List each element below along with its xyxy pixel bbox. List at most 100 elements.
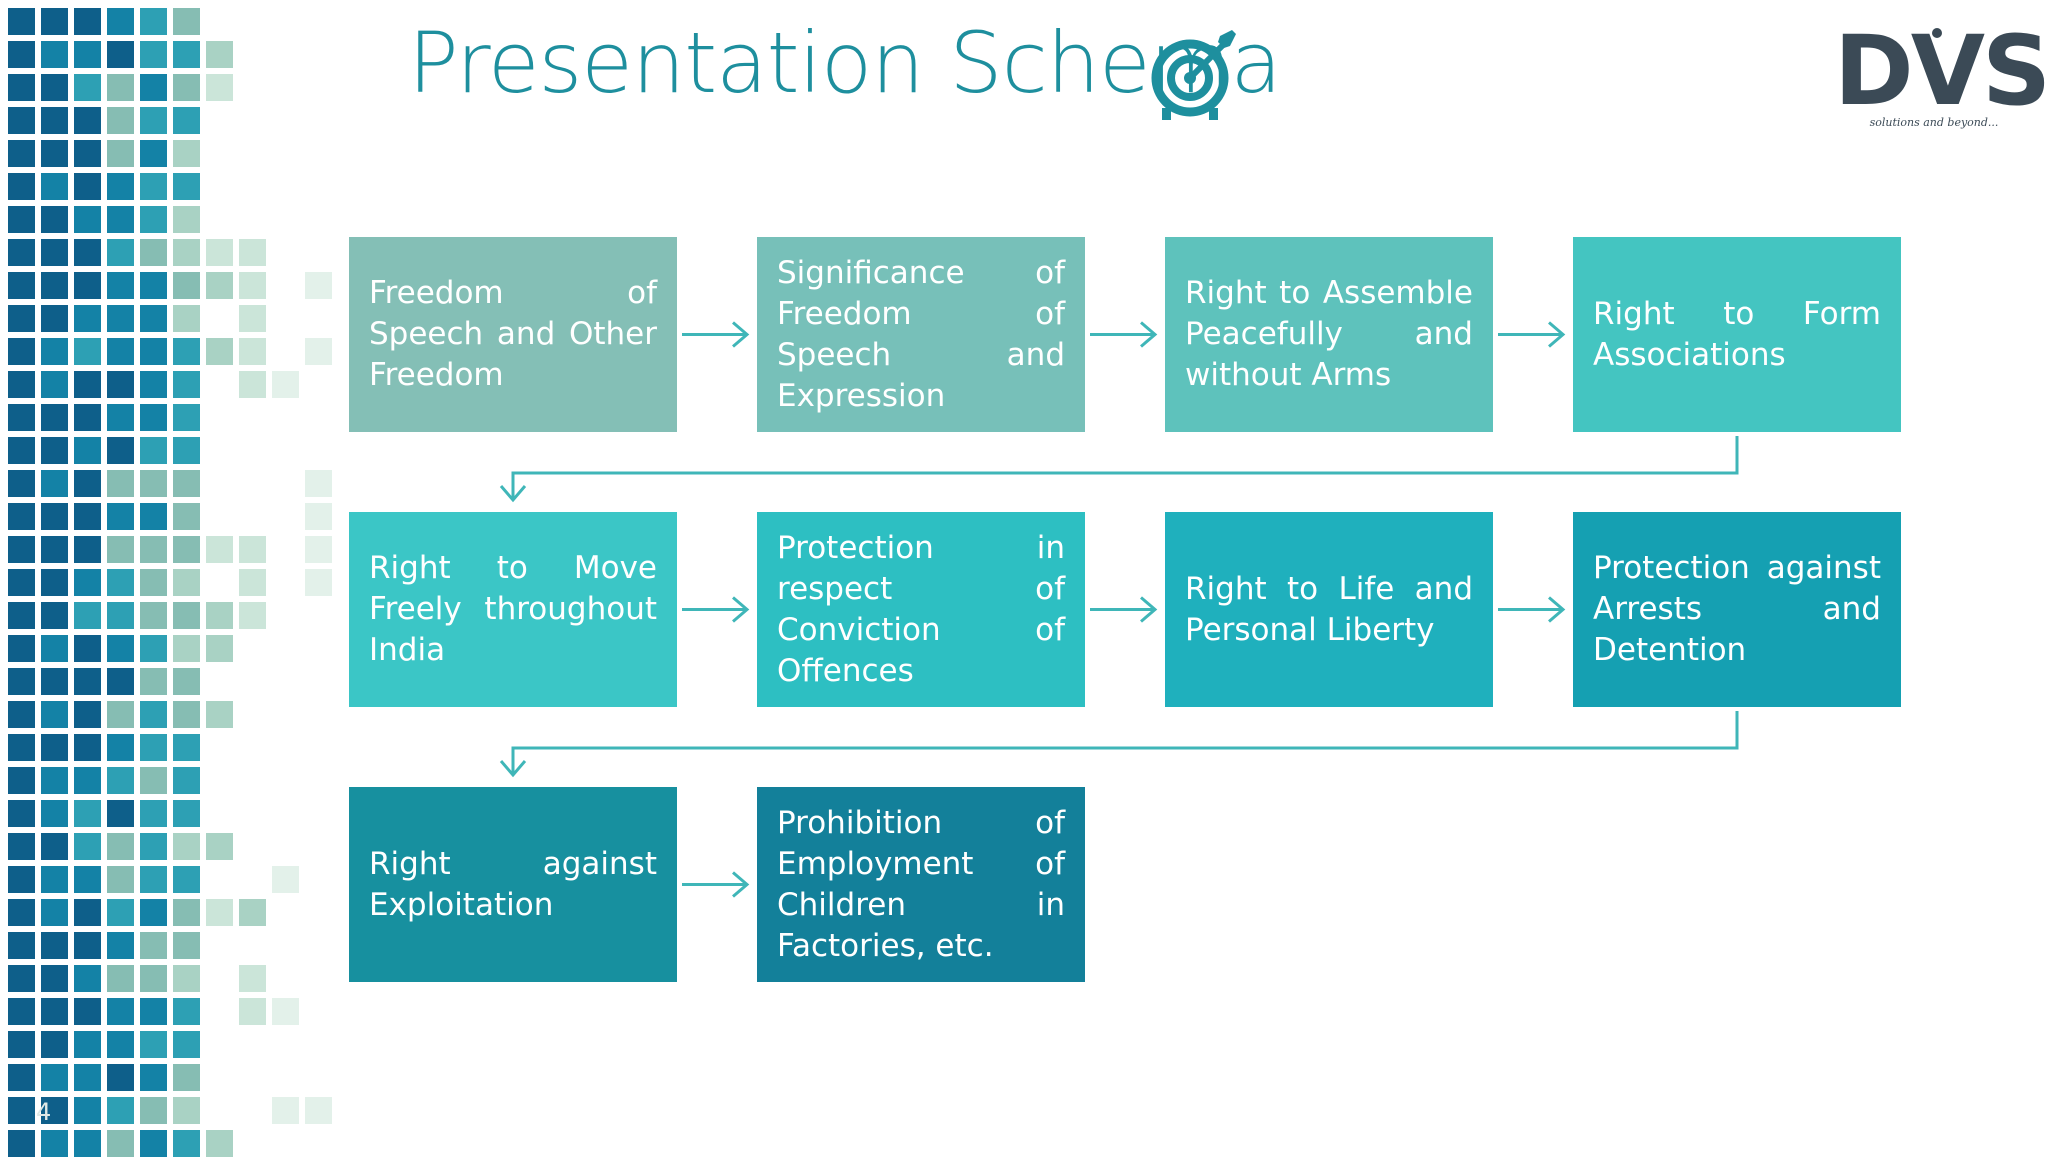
mosaic-tile	[140, 899, 167, 926]
mosaic-tile	[41, 767, 68, 794]
mosaic-tile	[173, 404, 200, 431]
logo-dot	[1932, 28, 1942, 38]
flow-box-significance-of-freedom: Significance of Freedom of Speech and Ex…	[757, 237, 1085, 432]
logo-tagline: solutions and beyond...	[1869, 116, 1999, 129]
mosaic-tile	[8, 1031, 35, 1058]
mosaic-tile	[107, 8, 134, 35]
mosaic-tile	[173, 305, 200, 332]
mosaic-tile	[8, 536, 35, 563]
mosaic-tile	[140, 800, 167, 827]
mosaic-tile	[41, 470, 68, 497]
mosaic-tile	[140, 470, 167, 497]
mosaic-tile	[74, 206, 101, 233]
mosaic-tile	[8, 1130, 35, 1157]
mosaic-tile	[107, 206, 134, 233]
mosaic-tile	[173, 833, 200, 860]
mosaic-tile	[74, 470, 101, 497]
mosaic-tile	[74, 404, 101, 431]
mosaic-tile	[107, 569, 134, 596]
mosaic-tile	[74, 74, 101, 101]
mosaic-tile	[41, 635, 68, 662]
flow-arrow-head	[1140, 596, 1158, 623]
mosaic-tile	[74, 41, 101, 68]
mosaic-tile	[140, 965, 167, 992]
mosaic-tile	[107, 899, 134, 926]
mosaic-tile	[41, 437, 68, 464]
mosaic-tile	[305, 503, 332, 530]
mosaic-tile	[140, 437, 167, 464]
mosaic-tile	[8, 74, 35, 101]
mosaic-tile	[206, 635, 233, 662]
mosaic-tile	[140, 1097, 167, 1124]
mosaic-tile	[239, 569, 266, 596]
mosaic-tile	[107, 701, 134, 728]
mosaic-tile	[74, 800, 101, 827]
mosaic-tile	[74, 734, 101, 761]
flow-box-right-to-life: Right to Life and Personal Liberty	[1165, 512, 1493, 707]
flow-arrow-head	[1140, 321, 1158, 348]
mosaic-tile	[173, 998, 200, 1025]
flow-box-protection-arrests: Protection against Arrests and Detention	[1573, 512, 1901, 707]
mosaic-tile	[173, 107, 200, 134]
mosaic-tile	[173, 965, 200, 992]
mosaic-tile	[41, 74, 68, 101]
flow-wrap-connector	[511, 711, 1739, 775]
mosaic-tile	[107, 503, 134, 530]
mosaic-tile	[173, 371, 200, 398]
mosaic-tile	[173, 74, 200, 101]
mosaic-tile	[74, 1031, 101, 1058]
mosaic-tile	[140, 536, 167, 563]
mosaic-tile	[107, 1031, 134, 1058]
mosaic-tile	[107, 536, 134, 563]
mosaic-tile	[140, 338, 167, 365]
mosaic-tile	[8, 1097, 35, 1124]
mosaic-tile	[74, 602, 101, 629]
mosaic-tile	[8, 338, 35, 365]
mosaic-tile	[8, 767, 35, 794]
mosaic-tile	[239, 965, 266, 992]
mosaic-tile	[107, 272, 134, 299]
flow-arrow-head	[499, 760, 527, 778]
mosaic-tile	[8, 932, 35, 959]
mosaic-tile	[74, 371, 101, 398]
mosaic-tile	[74, 998, 101, 1025]
mosaic-tile	[173, 173, 200, 200]
mosaic-tile	[8, 965, 35, 992]
mosaic-tile	[140, 635, 167, 662]
mosaic-tile	[239, 899, 266, 926]
mosaic-tile	[140, 932, 167, 959]
mosaic-tile	[8, 437, 35, 464]
mosaic-tile	[8, 305, 35, 332]
mosaic-tile	[41, 602, 68, 629]
mosaic-tile	[74, 1097, 101, 1124]
mosaic-tile	[239, 602, 266, 629]
mosaic-tile	[41, 1130, 68, 1157]
mosaic-tile	[140, 1130, 167, 1157]
mosaic-tile	[107, 41, 134, 68]
mosaic-tile	[305, 569, 332, 596]
mosaic-tile	[8, 8, 35, 35]
mosaic-tile	[41, 173, 68, 200]
mosaic-tile	[107, 1097, 134, 1124]
mosaic-tile	[74, 833, 101, 860]
dvs-logo: DVS solutions and beyond...	[1834, 16, 2048, 136]
mosaic-tile	[74, 173, 101, 200]
mosaic-tile	[74, 932, 101, 959]
mosaic-tile	[107, 932, 134, 959]
mosaic-tile	[8, 833, 35, 860]
mosaic-tile	[41, 272, 68, 299]
mosaic-tile	[107, 173, 134, 200]
mosaic-tile	[140, 833, 167, 860]
flow-box-prohibition-child-employment: Prohibition of Employment of Children in…	[757, 787, 1085, 982]
mosaic-tile	[140, 74, 167, 101]
mosaic-tile	[74, 107, 101, 134]
mosaic-tile	[206, 338, 233, 365]
mosaic-tile	[206, 536, 233, 563]
mosaic-tile	[107, 833, 134, 860]
mosaic-tile	[173, 899, 200, 926]
mosaic-tile	[140, 701, 167, 728]
flow-box-label: Right to Assemble Peacefully and without…	[1185, 275, 1473, 393]
mosaic-tile	[8, 140, 35, 167]
flow-arrow-head	[732, 596, 750, 623]
mosaic-tile	[8, 569, 35, 596]
